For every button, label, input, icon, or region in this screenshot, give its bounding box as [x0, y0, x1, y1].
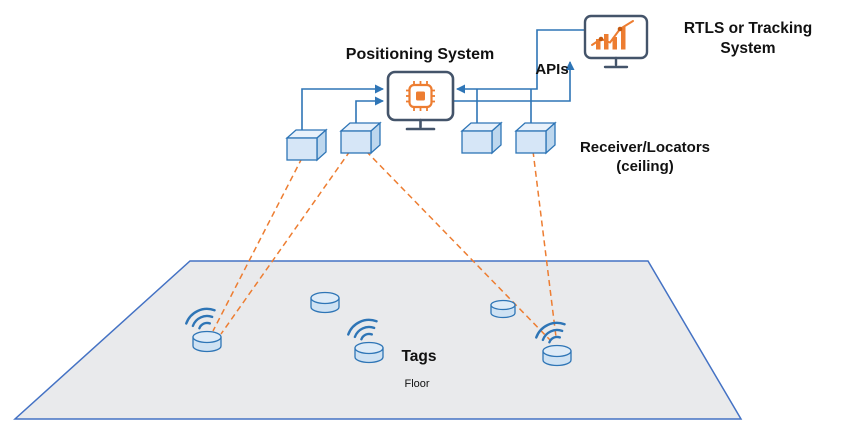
tag-device: [185, 307, 222, 353]
wifi-signal-icon: [185, 307, 216, 330]
receiver-locator-box: [514, 121, 557, 155]
signal-dashed-line: [532, 150, 557, 338]
data-flow-arrow: [355, 96, 384, 133]
receiver-locator-box: [460, 121, 503, 155]
rtls-monitor: [583, 14, 649, 69]
floor-label: Floor: [404, 378, 429, 390]
receiver-locators-group: [285, 121, 557, 162]
tag-puck-top: [310, 291, 340, 305]
data-flow-arrow: [456, 29, 585, 94]
tag-device: [535, 321, 572, 367]
cpu-chip-icon: [406, 81, 435, 111]
apis-label: APIs: [535, 61, 568, 78]
positioning-system-monitor: [386, 70, 455, 131]
rtls-label-line1: RTLS or Tracking: [684, 20, 812, 37]
tag-device: [347, 318, 384, 364]
signal-dashed-line: [220, 150, 351, 335]
monitor-stand: [405, 118, 436, 131]
tag-device: [490, 299, 516, 319]
receivers-label-line2: (ceiling): [616, 158, 674, 175]
tags-label: Tags: [401, 348, 436, 365]
tags-group: [185, 291, 572, 367]
monitor-stand: [603, 56, 629, 69]
tag-puck-top: [490, 299, 516, 311]
tag-signal-lines: [212, 150, 557, 342]
tag-puck-top: [192, 330, 222, 344]
signal-dashed-line: [212, 157, 303, 332]
rtls-label-line2: System: [720, 40, 775, 57]
receiver-locator-box: [285, 128, 328, 162]
data-flow-arrow: [453, 61, 575, 102]
receivers-label-line1: Receiver/Locators: [580, 139, 710, 156]
wifi-signal-icon: [347, 318, 378, 341]
tag-puck-top: [542, 344, 572, 358]
wifi-signal-icon: [535, 321, 566, 344]
floor-surface: [13, 260, 743, 420]
tag-device: [310, 291, 340, 314]
tag-puck-top: [354, 341, 384, 355]
data-flow-arrow: [301, 84, 384, 140]
data-flow-arrows: [301, 29, 585, 140]
chart-icon: [591, 20, 634, 50]
positioning-system-label: Positioning System: [346, 46, 494, 63]
receiver-locator-box: [339, 121, 382, 155]
signal-dashed-line: [365, 150, 552, 342]
